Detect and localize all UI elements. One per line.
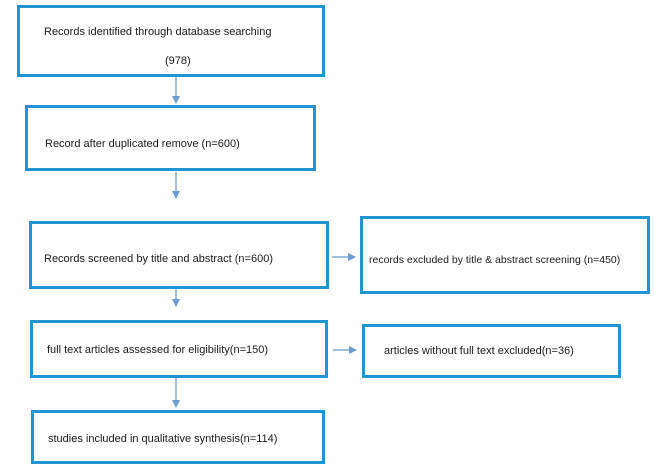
records-screened-label: Records screened by title and abstract (…	[44, 253, 273, 265]
fulltext-assessed-box: full text articles assessed for eligibil…	[30, 320, 328, 378]
studies-included-box: studies included in qualitative synthesi…	[31, 410, 325, 464]
excluded-fulltext-box: articles without full text excluded(n=36…	[362, 324, 621, 378]
records-deduplicated-box: Record after duplicated remove (n=600)	[25, 105, 316, 171]
excluded-screening-label: records excluded by title & abstract scr…	[369, 254, 621, 266]
records-identified-count: (978)	[165, 55, 191, 67]
records-identified-label: Records identified through database sear…	[44, 26, 272, 38]
records-screened-box: Records screened by title and abstract (…	[29, 221, 329, 289]
excluded-screening-box: records excluded by title & abstract scr…	[360, 216, 650, 294]
studies-included-label: studies included in qualitative synthesi…	[48, 433, 278, 445]
records-identified-box: Records identified through database sear…	[17, 5, 325, 77]
fulltext-assessed-label: full text articles assessed for eligibil…	[47, 344, 269, 356]
excluded-fulltext-label: articles without full text excluded(n=36…	[384, 345, 574, 357]
records-deduplicated-label: Record after duplicated remove (n=600)	[45, 138, 240, 150]
